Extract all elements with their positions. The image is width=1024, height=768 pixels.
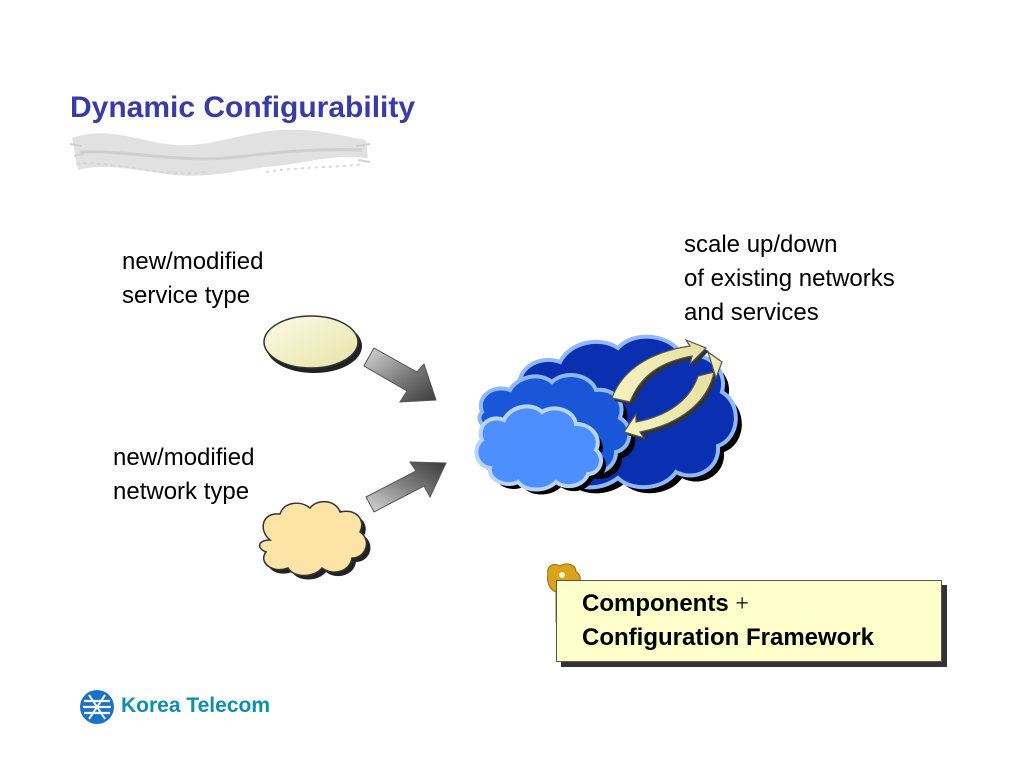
service-arrow [363, 347, 437, 403]
service-type-label: new/modified service type [122, 245, 263, 313]
network-type-label-line-2: network type [113, 478, 250, 505]
korea-telecom-logo-icon [80, 690, 114, 724]
service-type-ellipse [263, 315, 362, 373]
korea-telecom-brand: Korea Telecom [121, 694, 270, 717]
existing-networks-cloud [474, 334, 742, 495]
framework-box [556, 580, 942, 662]
network-arrow [365, 461, 447, 513]
scale-label-line-2: of existing networks [684, 265, 895, 292]
network-type-label: new/modified network type [113, 441, 254, 509]
network-type-label-line-1: new/modified [113, 444, 255, 471]
scale-label: scale up/down of existing networks and s… [684, 228, 895, 330]
scale-cycle-arrows [611, 338, 723, 441]
service-type-label-line-1: new/modified [122, 248, 264, 275]
network-type-cloud [258, 500, 371, 580]
scale-label-line-3: and services [684, 299, 819, 326]
title-brush-decoration [69, 129, 371, 176]
framework-text: Components + Configuration Framework [582, 587, 874, 654]
framework-configuration-text: Configuration Framework [582, 624, 875, 651]
framework-components-text: Components [582, 590, 729, 617]
slide-title: Dynamic Configurability [70, 91, 416, 124]
framework-plus-text: + [735, 591, 749, 617]
service-type-label-line-2: service type [122, 282, 251, 309]
scale-label-line-1: scale up/down [684, 231, 838, 258]
